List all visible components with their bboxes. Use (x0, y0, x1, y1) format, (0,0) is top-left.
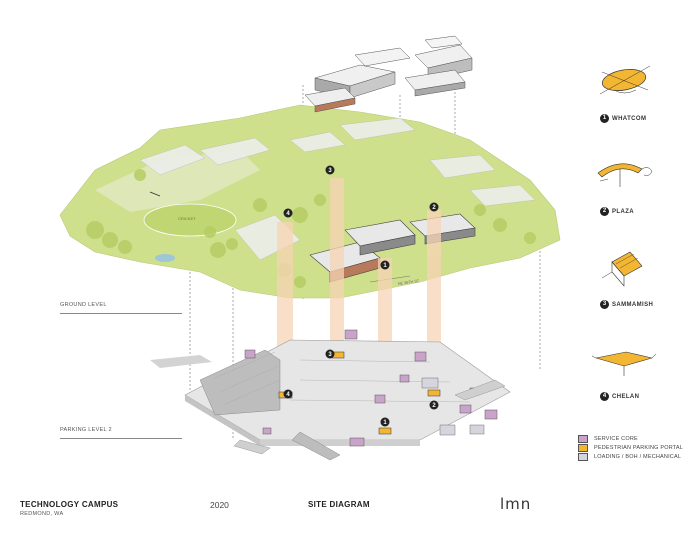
svg-text:4: 4 (286, 211, 290, 217)
key-pedestrian-portal: PEDESTRIAN PARKING PORTAL (578, 443, 693, 452)
loading-swatch (578, 452, 588, 461)
parking-level-label-group: PARKING LEVEL 2 (60, 418, 190, 439)
svg-text:3: 3 (328, 168, 332, 174)
svg-text:2: 2 (432, 403, 436, 409)
marker-1-ground: 1 (380, 260, 390, 270)
marker-2-parking: 2 (429, 400, 439, 410)
project-year: 2020 (210, 500, 229, 510)
key-service-core: SERVICE CORE (578, 434, 693, 443)
plaza-diagram-icon (597, 163, 653, 187)
key-loading-boh: LOADING / BOH / MECHANICAL (578, 452, 693, 461)
parking-level-leader (60, 438, 182, 439)
project-location: REDMOND, WA (20, 511, 64, 517)
sheet-title: SITE DIAGRAM (308, 500, 370, 509)
marker-3-ground: 3 (325, 165, 335, 175)
sammamish-diagram-icon (601, 251, 643, 287)
project-title: TECHNOLOGY CAMPUS (20, 500, 119, 509)
street-label: NE 36TH ST (398, 279, 421, 286)
cricket-label: CRICKET (178, 216, 196, 221)
marker-3-parking: 3 (325, 349, 335, 359)
legend-label: WHATCOM (612, 115, 647, 122)
ground-level-leader (60, 313, 182, 314)
marker-1-parking: 1 (380, 417, 390, 427)
color-key: SERVICE CORE PEDESTRIAN PARKING PORTAL L… (578, 434, 693, 461)
ground-level-label: GROUND LEVEL (60, 302, 107, 308)
svg-text:1: 1 (383, 420, 387, 426)
ground-level-label-group: GROUND LEVEL (60, 293, 190, 314)
upper-floor-buildings (304, 35, 473, 113)
ground-level-site (59, 104, 561, 299)
marker-4-parking: 4 (283, 389, 293, 399)
svg-text:2: 2 (432, 205, 436, 211)
lmn-logo: lmn (500, 495, 532, 513)
portal-swatch (578, 443, 588, 452)
marker-2-ground: 2 (429, 202, 439, 212)
svg-text:3: 3 (328, 352, 332, 358)
marker-4-ground: 4 (283, 208, 293, 218)
parking-level-label: PARKING LEVEL 2 (60, 427, 112, 433)
legend-number: 1 (600, 114, 609, 124)
footer: TECHNOLOGY CAMPUS REDMOND, WA 2020 SITE … (0, 495, 700, 525)
parking-level-plate (150, 329, 511, 461)
whatcom-diagram-icon (599, 65, 651, 95)
svg-text:4: 4 (286, 392, 290, 398)
service-core-swatch (578, 434, 588, 443)
chelan-diagram-icon (591, 351, 657, 376)
marker-number: 1 (383, 263, 387, 269)
